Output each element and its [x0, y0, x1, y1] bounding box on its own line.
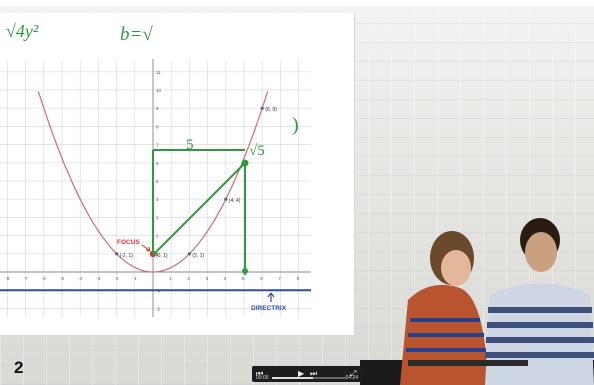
y-tick-label: 10: [156, 88, 162, 93]
progress-fill: [272, 377, 313, 379]
directrix-arrow: [267, 292, 275, 302]
graph-point: [187, 252, 191, 256]
x-tick-label: -5: [60, 276, 64, 281]
x-tick-label: 6: [260, 276, 263, 281]
x-tick-label: 7: [278, 276, 281, 281]
y-tick-label: 4: [156, 197, 159, 202]
graph-point: [115, 252, 119, 256]
x-tick-label: 8: [297, 276, 300, 281]
handwriting-layer: √4y² b=√ 5 √5 ): [6, 21, 299, 275]
handwritten-side-5: 5: [186, 137, 194, 153]
y-tick-label: 5: [156, 179, 159, 184]
x-tick-label: -8: [5, 276, 9, 281]
graph-point: [224, 197, 228, 201]
focus-arrow: [141, 244, 151, 252]
x-tick-label: -2: [115, 276, 119, 281]
y-tick-label: 9: [156, 106, 159, 111]
top-edge: [0, 0, 594, 6]
prev-icon[interactable]: ⏮: [256, 369, 264, 378]
y-tick-label: 7: [156, 143, 159, 148]
next-icon[interactable]: ⏭: [310, 369, 318, 378]
point-label: (4, 4): [229, 198, 241, 204]
directrix-foot-marker: [242, 268, 248, 274]
graph-point: [260, 106, 264, 110]
handwritten-sqrt-5: √5: [249, 143, 265, 159]
x-tick-label: -4: [78, 276, 82, 281]
y-tick-label: 2: [156, 234, 159, 239]
x-tick-label: 3: [206, 276, 209, 281]
y-tick-label: 1: [156, 252, 159, 257]
directrix-label: DIRECTRIX: [251, 305, 287, 312]
y-tick-label: 8: [156, 124, 159, 129]
point-label: (-2, 1): [120, 253, 134, 259]
handwritten-b-equals: b=√: [120, 24, 153, 45]
parabola-graph: -8-7-6-5-4-3-2-1123456781110987654321-1-…: [0, 59, 311, 317]
point-label: (2, 1): [192, 253, 204, 259]
progress-track[interactable]: [272, 377, 346, 379]
x-tick-label: -7: [24, 276, 28, 281]
y-tick-label: 11: [156, 70, 161, 75]
slide-number: 2: [14, 358, 24, 377]
point-on-curve-marker: [241, 159, 249, 167]
whiteboard-slide: -8-7-6-5-4-3-2-1123456781110987654321-1-…: [0, 13, 355, 335]
x-tick-label: 2: [187, 276, 190, 281]
x-tick-label: 1: [169, 276, 172, 281]
fullscreen-icon[interactable]: ⤢: [350, 369, 357, 378]
x-tick-label: -1: [133, 276, 137, 281]
handwritten-sqrt-4y2: √4y²: [6, 21, 39, 41]
y-tick-label: 3: [156, 215, 159, 220]
play-icon[interactable]: ▶: [298, 369, 305, 378]
handwritten-bracket: ): [292, 114, 299, 136]
presenters-video: [360, 218, 594, 385]
point-label: (0, 1): [156, 253, 168, 259]
x-tick-label: -6: [42, 276, 46, 281]
x-tick-label: 5: [242, 276, 245, 281]
time-elapsed: 00:00: [256, 375, 269, 381]
x-tick-label: -3: [96, 276, 100, 281]
x-tick-label: 4: [224, 276, 227, 281]
y-tick-label: 6: [156, 161, 159, 166]
y-tick-label: -2: [156, 306, 160, 311]
triangle-construction: [152, 149, 246, 275]
focus-label: FOCUS: [117, 239, 140, 246]
video-player-controls[interactable]: ⏮ ▶ ⏭ ⤢ 00:00 04:24: [252, 366, 362, 382]
point-label: (6, 9): [265, 107, 277, 113]
parabola-curve: [37, 91, 269, 273]
time-total: 04:24: [345, 375, 358, 381]
